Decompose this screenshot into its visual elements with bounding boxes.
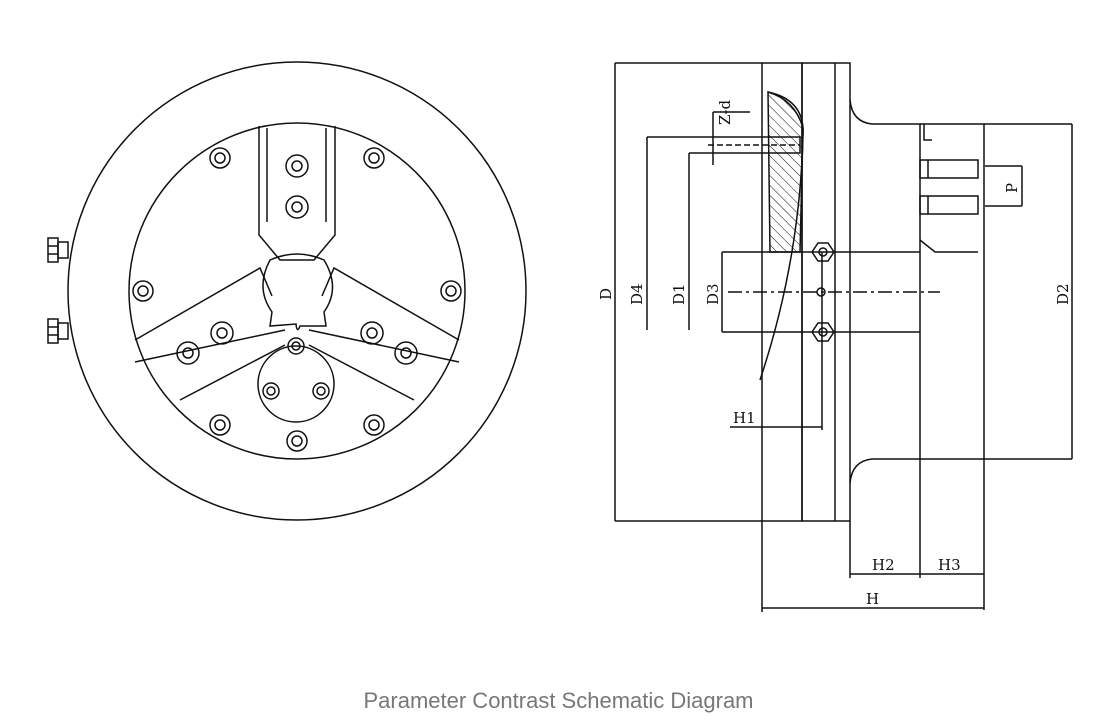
center-plate	[257, 345, 335, 423]
bolt	[394, 341, 418, 365]
side-view: D D4 D1 D3 D2 Z-d P H1 H2 H3 H	[597, 62, 1073, 612]
side-bolt	[47, 237, 69, 263]
label-d2: D2	[1054, 283, 1072, 305]
thread-pocket	[919, 124, 979, 253]
bolt	[360, 321, 384, 345]
bolt	[285, 195, 309, 219]
center-bore	[262, 253, 334, 331]
chuck-schematic: D D4 D1 D3 D2 Z-d P H1 H2 H3 H	[47, 61, 1073, 612]
bolt	[287, 337, 305, 355]
label-p: P	[1003, 183, 1021, 193]
label-zd: Z-d	[716, 100, 734, 125]
label-h1: H1	[733, 409, 756, 427]
bolt	[363, 414, 385, 436]
adapter-flange	[849, 99, 921, 484]
jaw-lower-right	[308, 266, 460, 401]
bolt	[209, 414, 231, 436]
bolt-group	[132, 147, 462, 452]
bolt	[210, 321, 234, 345]
front-view	[47, 61, 527, 521]
adapter-back	[920, 123, 985, 460]
bolt	[440, 280, 462, 302]
label-d3: D3	[704, 283, 722, 305]
bolt	[209, 147, 231, 169]
bolt	[176, 341, 200, 365]
side-bolt	[47, 318, 69, 344]
jaw-lower-left	[134, 266, 286, 401]
jaw-top	[258, 126, 336, 261]
bolt	[285, 154, 309, 178]
label-h3: H3	[938, 556, 961, 574]
bolt	[363, 147, 385, 169]
diagram-caption: Parameter Contrast Schematic Diagram	[363, 688, 754, 713]
label-h2: H2	[872, 556, 895, 574]
body-rear-plate	[801, 62, 851, 522]
bolt	[132, 280, 154, 302]
bolt	[312, 382, 330, 400]
bolt	[262, 382, 280, 400]
outer-body	[67, 61, 527, 521]
bolt	[286, 430, 308, 452]
label-d4: D4	[628, 283, 646, 305]
section-hatch	[767, 90, 804, 253]
chuck-face	[128, 122, 466, 460]
label-d: D	[597, 288, 615, 300]
label-h: H	[866, 590, 879, 608]
label-d1: D1	[670, 283, 688, 305]
